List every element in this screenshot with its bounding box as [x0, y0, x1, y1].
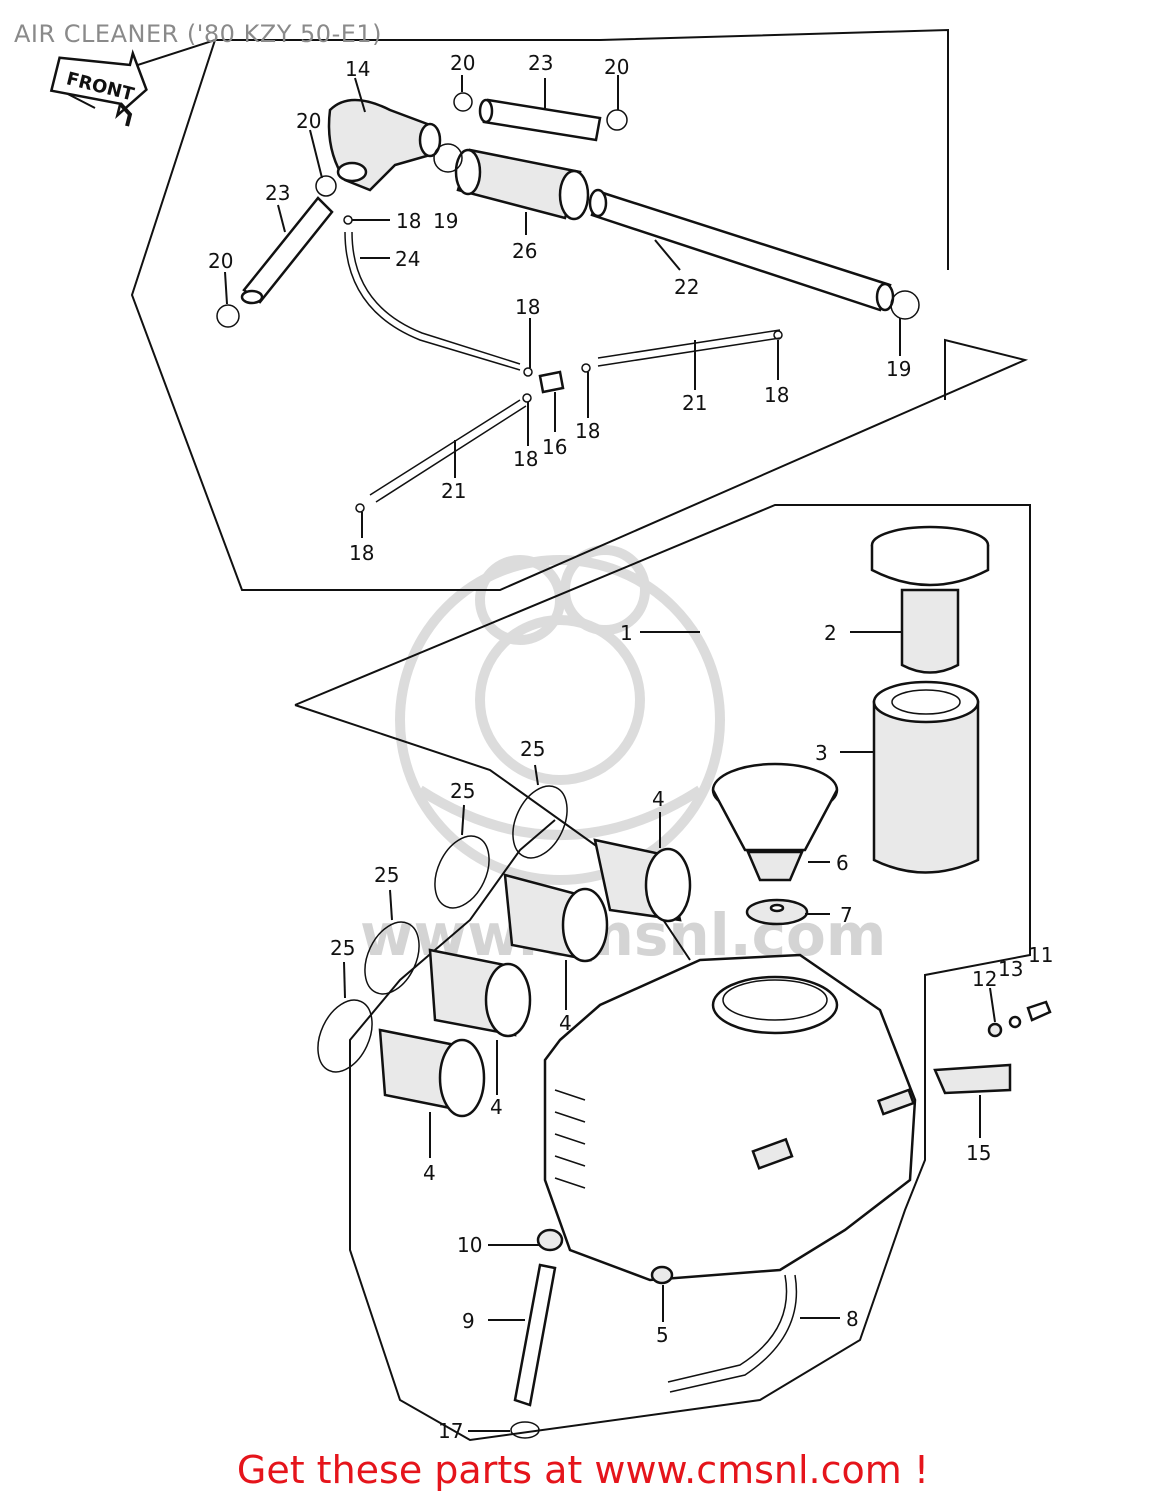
callout-17: 17 — [438, 1419, 463, 1443]
callout-2: 2 — [824, 621, 837, 645]
callout-6: 6 — [836, 851, 849, 875]
part-20-clamp-b — [606, 109, 628, 131]
part-14-elbow-joint — [327, 98, 442, 192]
callout-26: 26 — [512, 239, 537, 263]
part-6-funnel — [711, 762, 839, 882]
callout-21: 21 — [441, 479, 466, 503]
part-1-housing — [543, 953, 917, 1282]
front-arrow: FRONT — [49, 49, 148, 127]
callout-4: 4 — [652, 787, 665, 811]
callout-20: 20 — [450, 51, 475, 75]
callout-18: 18 — [513, 447, 538, 471]
part-21-hose-right — [597, 329, 781, 367]
footer-link-text[interactable]: Get these parts at www.cmsnl.com ! — [236, 1448, 930, 1492]
part-26-intake-tube — [454, 148, 590, 221]
part-2-cap — [870, 525, 990, 674]
part-17-clamp — [510, 1421, 540, 1439]
callout-20: 20 — [604, 55, 629, 79]
part-25-o-ring-d — [317, 999, 373, 1073]
callout-21: 21 — [682, 391, 707, 415]
callout-10: 10 — [457, 1233, 482, 1257]
part-7-washer — [745, 898, 809, 926]
callout-22: 22 — [674, 275, 699, 299]
callout-24: 24 — [395, 247, 420, 271]
part-21-hose-left — [369, 399, 527, 503]
callout-4: 4 — [423, 1161, 436, 1185]
part-23-hose-left — [240, 196, 334, 305]
callout-18: 18 — [349, 541, 374, 565]
part-25-o-ring-c — [364, 921, 420, 995]
part-8-hose — [667, 1274, 798, 1393]
part-4-boot-a — [593, 838, 692, 923]
callout-7: 7 — [840, 903, 853, 927]
callout-4: 4 — [490, 1095, 503, 1119]
part-19-clamp-b — [890, 290, 920, 320]
callout-5: 5 — [656, 1323, 669, 1347]
callout-25: 25 — [450, 779, 475, 803]
part-22-duct — [588, 188, 895, 312]
callout-11: 11 — [1028, 943, 1053, 967]
callout-14: 14 — [345, 57, 370, 81]
part-15-bracket — [933, 1063, 1012, 1095]
callout-13: 13 — [998, 957, 1023, 981]
callout-18: 18 — [575, 419, 600, 443]
callout-16: 16 — [542, 435, 567, 459]
callout-25: 25 — [374, 863, 399, 887]
callout-4: 4 — [559, 1011, 572, 1035]
callout-18: 18 — [396, 209, 421, 233]
callout-19: 19 — [886, 357, 911, 381]
callout-9: 9 — [462, 1309, 475, 1333]
callout-1: 1 — [620, 621, 633, 645]
part-10-grommet — [536, 1228, 564, 1252]
leader-lines-lower — [343, 631, 996, 1432]
callout-15: 15 — [966, 1141, 991, 1165]
part-24-breather-hose — [344, 231, 521, 371]
callout-numbers: 14 20 23 20 20 23 18 19 26 24 20 22 18 1… — [208, 51, 1053, 1443]
part-9-drain-hose — [513, 1263, 557, 1407]
callout-23: 23 — [528, 51, 553, 75]
part-3-filter-element — [872, 680, 980, 874]
part-16-joint — [538, 370, 565, 394]
part-4-boot-d — [378, 1028, 486, 1118]
part-25-o-ring-a — [512, 785, 568, 859]
leader-lines-upper — [224, 75, 901, 538]
part-20-clamp-c — [315, 175, 337, 197]
part-4-boot-c — [428, 948, 532, 1038]
diagram-title: AIR CLEANER ('80 KZY 50-E1) — [14, 20, 383, 48]
callout-25: 25 — [330, 936, 355, 960]
part-20-clamp-a — [453, 92, 473, 112]
callout-12: 12 — [972, 967, 997, 991]
part-5-plug — [650, 1265, 674, 1285]
callout-19: 19 — [433, 209, 458, 233]
callout-25: 25 — [520, 737, 545, 761]
callout-18: 18 — [764, 383, 789, 407]
part-11-13-bolt-set — [987, 1000, 1052, 1038]
part-19-clamp-a — [433, 143, 463, 173]
callout-3: 3 — [815, 741, 828, 765]
callout-23: 23 — [265, 181, 290, 205]
part-20-clamp-d — [216, 304, 240, 328]
part-4-boot-b — [503, 873, 609, 963]
callout-8: 8 — [846, 1307, 859, 1331]
part-25-o-ring-b — [434, 835, 490, 909]
part-23-hose-top — [478, 98, 602, 142]
callout-18: 18 — [515, 295, 540, 319]
callout-20: 20 — [296, 109, 321, 133]
callout-20: 20 — [208, 249, 233, 273]
